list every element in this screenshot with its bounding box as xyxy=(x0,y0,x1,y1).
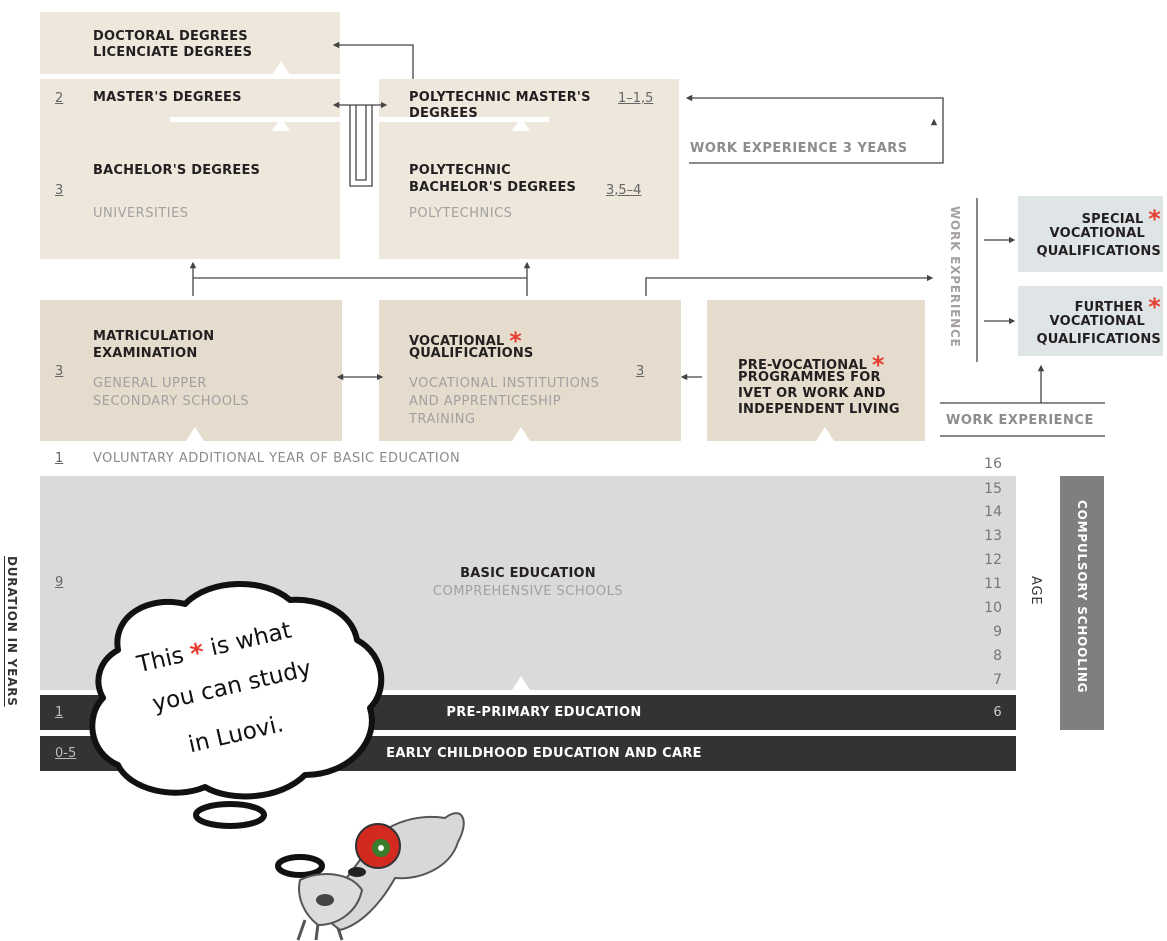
age-11: 11 xyxy=(984,576,1002,592)
early-years: 0-5 xyxy=(55,746,77,761)
bachelors-box xyxy=(40,122,340,259)
preprimary-years: 1 xyxy=(55,705,64,720)
special-title-1-text: SPECIAL xyxy=(1081,212,1144,227)
work-experience-label: WORK EXPERIENCE xyxy=(946,413,1094,428)
vocational-title-2: QUALIFICATIONS xyxy=(409,346,534,361)
prevoc-title-1: PRE-VOCATIONAL * xyxy=(738,353,885,377)
prevoc-box xyxy=(707,300,925,441)
preprimary-label: PRE-PRIMARY EDUCATION xyxy=(446,705,642,720)
vocational-title-1: VOCATIONAL * xyxy=(409,329,522,353)
dog-illustration xyxy=(296,812,465,941)
basic-years: 9 xyxy=(55,575,64,590)
prevoc-title-3: IVET OR WORK AND xyxy=(738,386,886,401)
age-15: 15 xyxy=(984,481,1002,497)
further-box xyxy=(1018,286,1163,356)
basic-title: BASIC EDUCATION xyxy=(460,566,596,581)
notch xyxy=(816,427,834,441)
further-title-1: FURTHER * xyxy=(1018,295,1161,319)
notch xyxy=(512,676,530,690)
poly-bachelors-years: 3,5–4 xyxy=(606,183,642,198)
poly-masters-title-2: DEGREES xyxy=(409,106,478,121)
masters-box xyxy=(40,79,340,117)
further-title-2: VOCATIONAL xyxy=(1049,314,1145,329)
poly-bachelors-title-2: BACHELOR'S DEGREES xyxy=(409,180,577,195)
masters-title: MASTER'S DEGREES xyxy=(93,90,242,105)
star-icon: * xyxy=(509,327,522,355)
poly-masters-title-1: POLYTECHNIC MASTER'S xyxy=(409,90,591,105)
star-icon: * xyxy=(187,637,208,670)
doctoral-title-1: DOCTORAL DEGREES xyxy=(93,29,248,44)
prevoc-title-1-text: PRE-VOCATIONAL xyxy=(738,358,868,373)
vocational-sub-1: VOCATIONAL INSTITUTIONS xyxy=(409,376,600,391)
separator xyxy=(549,117,679,122)
poly-bachelors-title-1: POLYTECHNIC xyxy=(409,163,511,178)
vocational-box xyxy=(379,300,681,441)
notch xyxy=(512,427,530,441)
further-title-3: QUALIFICATIONS xyxy=(1036,332,1161,347)
voluntary-years: 1 xyxy=(55,451,64,466)
notch xyxy=(272,61,290,75)
notch xyxy=(512,117,530,131)
further-title-1-text: FURTHER xyxy=(1074,300,1144,315)
vocational-years: 3 xyxy=(636,364,645,379)
vocational-sub-2: AND APPRENTICESHIP xyxy=(409,394,562,409)
matric-box xyxy=(40,300,342,441)
compulsory-label: COMPULSORY SCHOOLING xyxy=(1075,500,1089,694)
duration-label: DURATION IN YEARS xyxy=(5,556,19,707)
special-title-2: VOCATIONAL xyxy=(1049,226,1145,241)
vocational-sub-3: TRAINING xyxy=(409,412,476,427)
early-label: EARLY CHILDHOOD EDUCATION AND CARE xyxy=(386,746,702,761)
special-title-1: SPECIAL * xyxy=(1018,207,1161,231)
compulsory-bar xyxy=(1060,476,1104,730)
preprimary-age: 6 xyxy=(993,705,1002,720)
age-9: 9 xyxy=(993,624,1002,640)
work-experience-vertical: WORK EXPERIENCE xyxy=(948,206,962,348)
matric-sub-2: SECONDARY SCHOOLS xyxy=(93,394,250,409)
age-10: 10 xyxy=(984,600,1002,616)
age-label: AGE xyxy=(1028,576,1043,606)
special-box xyxy=(1018,196,1163,272)
star-icon: * xyxy=(1148,205,1161,233)
star-icon: * xyxy=(871,351,885,379)
matric-title-1: MATRICULATION xyxy=(93,329,215,344)
vocational-title-1-text: VOCATIONAL xyxy=(409,334,505,349)
doctoral-box xyxy=(40,12,340,74)
basic-sub: COMPREHENSIVE SCHOOLS xyxy=(432,584,624,599)
star-icon: * xyxy=(1148,293,1161,321)
age-16: 16 xyxy=(984,456,1002,472)
age-13: 13 xyxy=(984,528,1002,544)
separator xyxy=(170,117,380,122)
matric-title-2: EXAMINATION xyxy=(93,346,198,361)
bachelors-years: 3 xyxy=(55,183,64,198)
bachelors-sub: UNIVERSITIES xyxy=(93,206,189,221)
age-7: 7 xyxy=(993,672,1002,688)
matric-years: 3 xyxy=(55,364,64,379)
poly-bachelors-sub: POLYTECHNICS xyxy=(409,206,513,221)
prevoc-title-4: INDEPENDENT LIVING xyxy=(738,402,900,417)
age-8: 8 xyxy=(993,648,1002,664)
poly-masters-box xyxy=(379,79,679,117)
doctoral-title-2: LICENCIATE DEGREES xyxy=(93,45,253,60)
notch xyxy=(186,427,204,441)
masters-years: 2 xyxy=(55,91,64,106)
voluntary-label: VOLUNTARY ADDITIONAL YEAR OF BASIC EDUCA… xyxy=(93,451,461,466)
poly-masters-years: 1–1,5 xyxy=(618,91,654,106)
matric-sub-1: GENERAL UPPER xyxy=(93,376,207,391)
bachelors-title: BACHELOR'S DEGREES xyxy=(93,163,261,178)
prevoc-title-2: PROGRAMMES FOR xyxy=(738,370,881,385)
special-title-3: QUALIFICATIONS xyxy=(1036,244,1161,259)
age-12: 12 xyxy=(984,552,1002,568)
separator xyxy=(40,117,170,122)
work-experience-3-years: WORK EXPERIENCE 3 YEARS xyxy=(690,141,908,156)
age-14: 14 xyxy=(984,504,1002,520)
poly-bachelors-box xyxy=(379,122,679,259)
